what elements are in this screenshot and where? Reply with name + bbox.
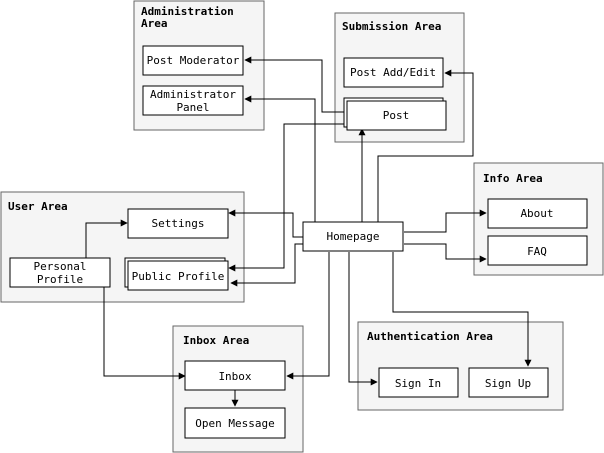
- edge-homepage-to-settings: [228, 209, 303, 238]
- node-inbox-label: Inbox: [218, 370, 251, 383]
- node-post[interactable]: Post: [343, 97, 447, 131]
- edge-homepage-to-post-add-edit: [377, 69, 474, 222]
- node-sign-in[interactable]: Sign In: [378, 367, 459, 398]
- node-homepage[interactable]: Homepage: [302, 221, 404, 252]
- edge-homepage-to-faq: [404, 243, 487, 263]
- edge-homepage-to-public-profile: [230, 243, 303, 287]
- node-homepage-label: Homepage: [327, 230, 380, 243]
- edge-post-to-post-moderator: [244, 56, 345, 113]
- node-open-message[interactable]: Open Message: [184, 407, 286, 439]
- node-personal-profile[interactable]: Personal Profile: [9, 257, 111, 288]
- node-administrator-panel[interactable]: Administrator Panel: [142, 85, 244, 116]
- edge-personal-profile-to-inbox: [103, 287, 186, 380]
- node-post-label: Post: [383, 109, 410, 122]
- node-post-moderator[interactable]: Post Moderator: [142, 45, 244, 76]
- user-area-title: User Area: [8, 200, 68, 213]
- node-open-message-label: Open Message: [195, 417, 274, 430]
- node-personal-profile-label-line1: Personal: [34, 260, 87, 273]
- edge-homepage-to-about: [404, 209, 487, 233]
- edge-homepage-to-sign-up: [392, 252, 532, 367]
- node-faq-label: FAQ: [527, 245, 547, 258]
- edge-homepage-to-sign-in: [348, 252, 378, 386]
- node-administrator-panel-label-line2: Panel: [176, 101, 209, 114]
- edge-post-to-public-profile: [228, 123, 347, 272]
- node-administrator-panel-label-line1: Administrator: [150, 88, 236, 101]
- node-post-add-edit[interactable]: Post Add/Edit: [343, 57, 444, 88]
- authentication-area-title: Authentication Area: [367, 330, 493, 343]
- node-public-profile[interactable]: Public Profile: [124, 257, 229, 291]
- node-public-profile-label: Public Profile: [132, 270, 225, 283]
- edge-personal-profile-to-settings: [85, 219, 128, 258]
- node-personal-profile-label-line2: Profile: [37, 273, 83, 286]
- node-about[interactable]: About: [487, 198, 588, 229]
- node-inbox[interactable]: Inbox: [184, 360, 286, 391]
- submission-area-title: Submission Area: [342, 20, 441, 33]
- node-sign-in-label: Sign In: [395, 377, 441, 390]
- info-area-title: Info Area: [483, 172, 543, 185]
- node-about-label: About: [520, 207, 553, 220]
- node-settings-label: Settings: [152, 217, 205, 230]
- administration-area-title-line2: Area: [141, 17, 168, 30]
- edge-homepage-to-inbox: [286, 252, 330, 380]
- node-settings[interactable]: Settings: [127, 208, 229, 239]
- node-post-moderator-label: Post Moderator: [147, 54, 240, 67]
- node-faq[interactable]: FAQ: [487, 235, 588, 266]
- node-post-add-edit-label: Post Add/Edit: [350, 66, 436, 79]
- node-sign-up-label: Sign Up: [485, 377, 531, 390]
- inbox-area-title: Inbox Area: [183, 334, 249, 347]
- administration-area-title-line1: Administration: [141, 5, 234, 18]
- node-sign-up[interactable]: Sign Up: [468, 367, 549, 398]
